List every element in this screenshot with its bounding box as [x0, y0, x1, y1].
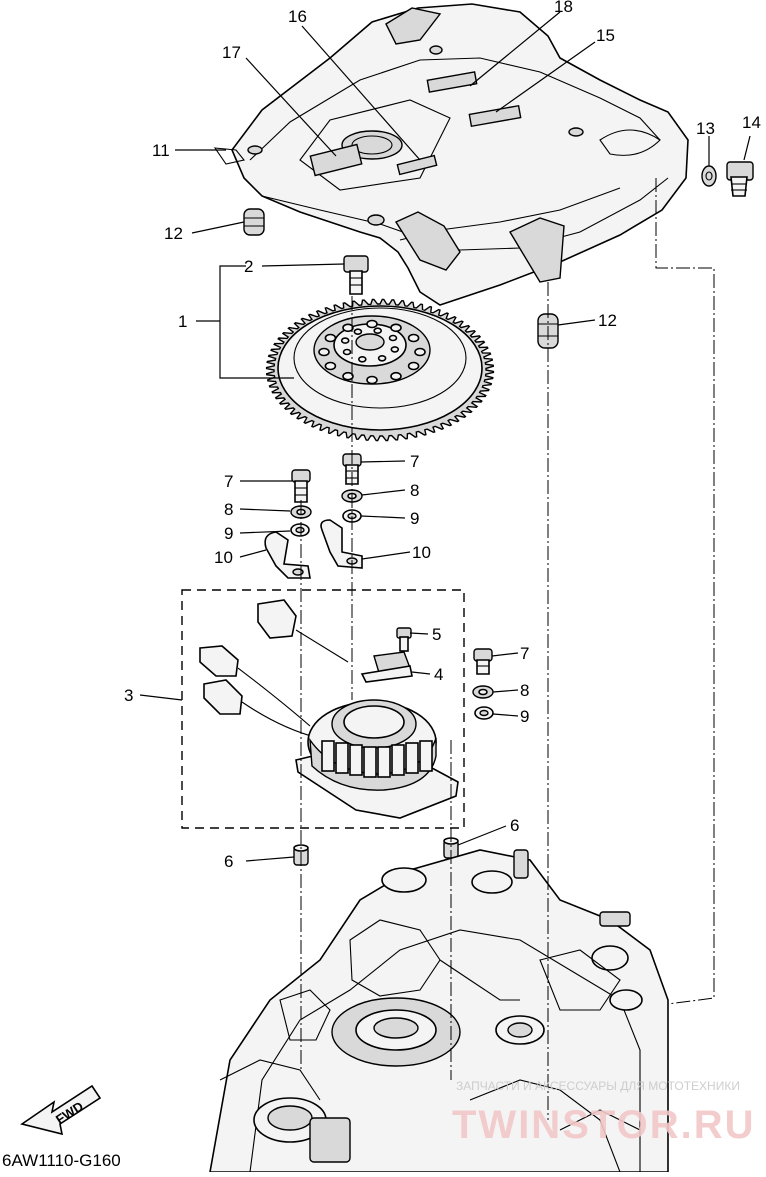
callout-9-center: 9: [410, 509, 419, 528]
callout-11: 11: [152, 141, 170, 160]
watermark-tagline: ЗАПЧАСТИ И АКСЕССУАРЫ ДЛЯ МОТОТЕХНИКИ: [456, 1079, 740, 1093]
callout-8-center: 8: [410, 481, 419, 500]
callout-6-right: 6: [510, 816, 519, 835]
flywheel-hole: [342, 371, 354, 381]
stator-assembly-boundary: [181, 589, 465, 829]
leader-lines: [139, 11, 751, 862]
callout-7-left: 7: [224, 472, 233, 491]
stator-assembly: [199, 599, 459, 819]
stator-coil: [349, 744, 363, 776]
callout-7-right: 7: [520, 644, 529, 663]
alignment-lines: [300, 178, 715, 1120]
callout-3: 3: [124, 686, 133, 705]
clamp-10-left: [264, 531, 311, 579]
stator-coil: [321, 740, 335, 772]
callout-10-right: 10: [412, 543, 431, 562]
flywheel-bolt-2: [343, 255, 369, 295]
fwd-arrow: FWD: [20, 1084, 102, 1136]
flywheel-hole: [390, 371, 402, 381]
stator-coil: [335, 742, 349, 774]
stator-coil: [363, 746, 377, 778]
hub-hole: [388, 334, 398, 342]
callout-12-left: 12: [164, 224, 183, 243]
flywheel-hole: [342, 323, 354, 333]
grommet-left: [243, 208, 265, 236]
flywheel-hole: [324, 333, 337, 343]
stator-coil: [405, 742, 419, 774]
callout-7-center: 7: [410, 452, 419, 471]
callout-10-left: 10: [214, 548, 233, 567]
callout-5: 5: [432, 625, 441, 644]
flywheel-hole: [407, 361, 420, 371]
hub-hole: [390, 346, 400, 353]
callout-9-right: 9: [520, 707, 529, 726]
flywheel-hole: [366, 375, 378, 385]
callout-8-right: 8: [520, 681, 529, 700]
bolt-7-right: [473, 648, 493, 675]
callout-15: 15: [596, 26, 615, 45]
flywheel-hole: [318, 347, 330, 357]
flywheel-hole: [407, 333, 420, 343]
flywheel: [265, 298, 495, 442]
flywheel-hole: [366, 319, 378, 329]
callout-13: 13: [696, 119, 715, 138]
diagram-code: 6AW1110-G160: [2, 1151, 121, 1170]
hub-hole: [340, 337, 350, 344]
hub-hole: [357, 355, 367, 363]
callout-8-left: 8: [224, 500, 233, 519]
callout-1: 1: [178, 312, 187, 331]
flywheel-hole: [390, 323, 402, 333]
watermark-brand: TWINSTOR.RU: [452, 1103, 755, 1147]
callout-labels: 18 16 15 17 13 14 11 12 2 1 12 7 7 8 8 9…: [124, 0, 761, 871]
callout-9-left: 9: [224, 524, 233, 543]
stator-coil: [419, 740, 433, 772]
engine-block: [209, 849, 669, 1173]
callout-6-left: 6: [224, 852, 233, 871]
flywheel-hole: [414, 347, 426, 357]
watermark: ЗАПЧАСТИ И АКСЕССУАРЫ ДЛЯ МОТОТЕХНИКИ TW…: [452, 1079, 755, 1147]
bolt-7-left: [291, 469, 311, 503]
hub-hole: [373, 327, 383, 335]
flywheel-cover: [213, 3, 689, 306]
callout-14: 14: [742, 113, 761, 132]
callout-18: 18: [554, 0, 573, 16]
callout-16: 16: [288, 7, 307, 26]
callout-12-right: 12: [598, 311, 617, 330]
washer-9-left: [290, 523, 310, 537]
hub-hole: [353, 328, 363, 336]
hub-hole: [377, 354, 387, 362]
callout-4: 4: [434, 665, 443, 684]
collar-13: [701, 165, 717, 187]
stator-coil: [377, 746, 391, 778]
flywheel-hole: [324, 361, 337, 371]
bolt-14: [726, 161, 754, 197]
washer-9-right: [474, 706, 494, 720]
washer-8-right: [472, 685, 494, 699]
callout-17: 17: [222, 43, 241, 62]
hub-hole: [342, 348, 352, 356]
callout-2: 2: [244, 257, 253, 276]
stator-coil: [391, 744, 405, 776]
clamp-10-right: [320, 519, 363, 569]
